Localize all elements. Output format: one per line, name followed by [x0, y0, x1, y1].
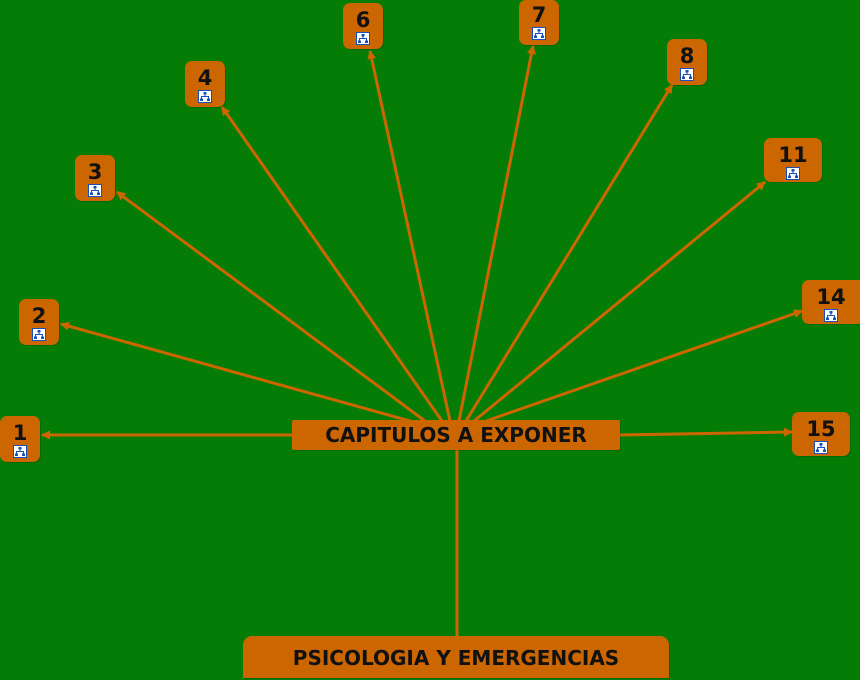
submap-icon[interactable] — [198, 90, 212, 103]
chapter-node-2[interactable]: 2 — [19, 299, 59, 345]
submap-icon[interactable] — [532, 27, 546, 40]
chapter-node-11[interactable]: 11 — [764, 138, 822, 182]
connector-arrow-11 — [473, 180, 766, 423]
root-label: PSICOLOGIA Y EMERGENCIAS — [292, 646, 620, 670]
root-node[interactable]: PSICOLOGIA Y EMERGENCIAS — [243, 636, 669, 678]
chapter-label: 1 — [12, 421, 28, 445]
chapter-label: 2 — [31, 304, 47, 328]
connector-arrow-4 — [220, 106, 444, 422]
connector-arrow-7 — [457, 45, 536, 422]
chapter-connectors — [41, 45, 803, 440]
submap-icon[interactable] — [32, 328, 46, 341]
chapter-label: 14 — [816, 285, 846, 309]
connector-arrow-3 — [116, 190, 426, 423]
submap-icon[interactable] — [824, 309, 838, 322]
chapter-label: 4 — [197, 66, 213, 90]
chapter-node-15[interactable]: 15 — [792, 412, 850, 456]
chapter-node-3[interactable]: 3 — [75, 155, 115, 201]
submap-icon[interactable] — [814, 441, 828, 454]
submap-icon[interactable] — [13, 445, 27, 458]
chapter-node-4[interactable]: 4 — [185, 61, 225, 107]
center-label: CAPITULOS A EXPONER — [325, 423, 587, 447]
chapter-node-7[interactable]: 7 — [519, 0, 559, 45]
chapter-node-8[interactable]: 8 — [667, 39, 707, 85]
submap-icon[interactable] — [786, 167, 800, 180]
chapter-node-6[interactable]: 6 — [343, 3, 383, 49]
chapter-label: 3 — [87, 160, 103, 184]
connector-arrow-6 — [367, 50, 452, 422]
connector-arrow-14 — [485, 309, 803, 423]
chapter-label: 11 — [778, 143, 808, 167]
chapter-label: 8 — [679, 44, 695, 68]
connector-arrow-8 — [464, 84, 674, 422]
chapter-label: 6 — [355, 8, 371, 32]
chapter-node-1[interactable]: 1 — [0, 416, 40, 462]
submap-icon[interactable] — [356, 32, 370, 45]
submap-icon[interactable] — [88, 184, 102, 197]
submap-icon[interactable] — [680, 68, 694, 81]
center-node[interactable]: CAPITULOS A EXPONER — [292, 420, 620, 450]
chapter-label: 15 — [806, 417, 836, 441]
connector-arrow-15 — [619, 427, 793, 437]
chapter-node-14[interactable]: 14 — [802, 280, 860, 324]
chapter-label: 7 — [531, 3, 547, 27]
connector-arrow-2 — [60, 321, 411, 423]
